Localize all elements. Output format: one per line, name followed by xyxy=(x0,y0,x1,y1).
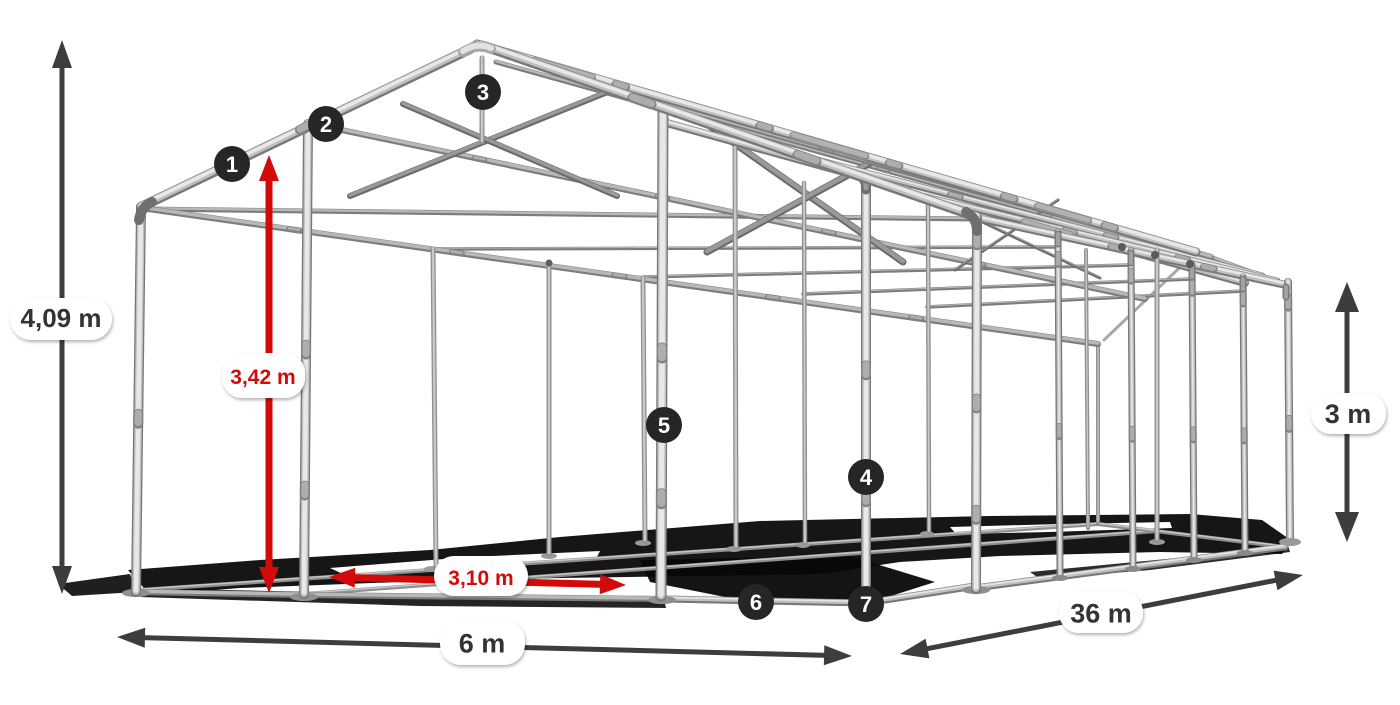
svg-text:7: 7 xyxy=(860,592,872,617)
svg-text:4: 4 xyxy=(860,465,873,490)
svg-text:3: 3 xyxy=(477,80,489,105)
svg-text:3,42 m: 3,42 m xyxy=(230,366,295,389)
svg-text:1: 1 xyxy=(226,152,238,177)
svg-text:4,09 m: 4,09 m xyxy=(21,303,102,333)
svg-text:2: 2 xyxy=(320,112,332,137)
svg-text:3 m: 3 m xyxy=(1325,399,1372,429)
svg-text:5: 5 xyxy=(658,413,670,438)
svg-text:36 m: 36 m xyxy=(1070,599,1132,629)
svg-text:3,10 m: 3,10 m xyxy=(448,567,513,590)
svg-text:6 m: 6 m xyxy=(459,629,506,659)
svg-text:6: 6 xyxy=(750,590,762,615)
